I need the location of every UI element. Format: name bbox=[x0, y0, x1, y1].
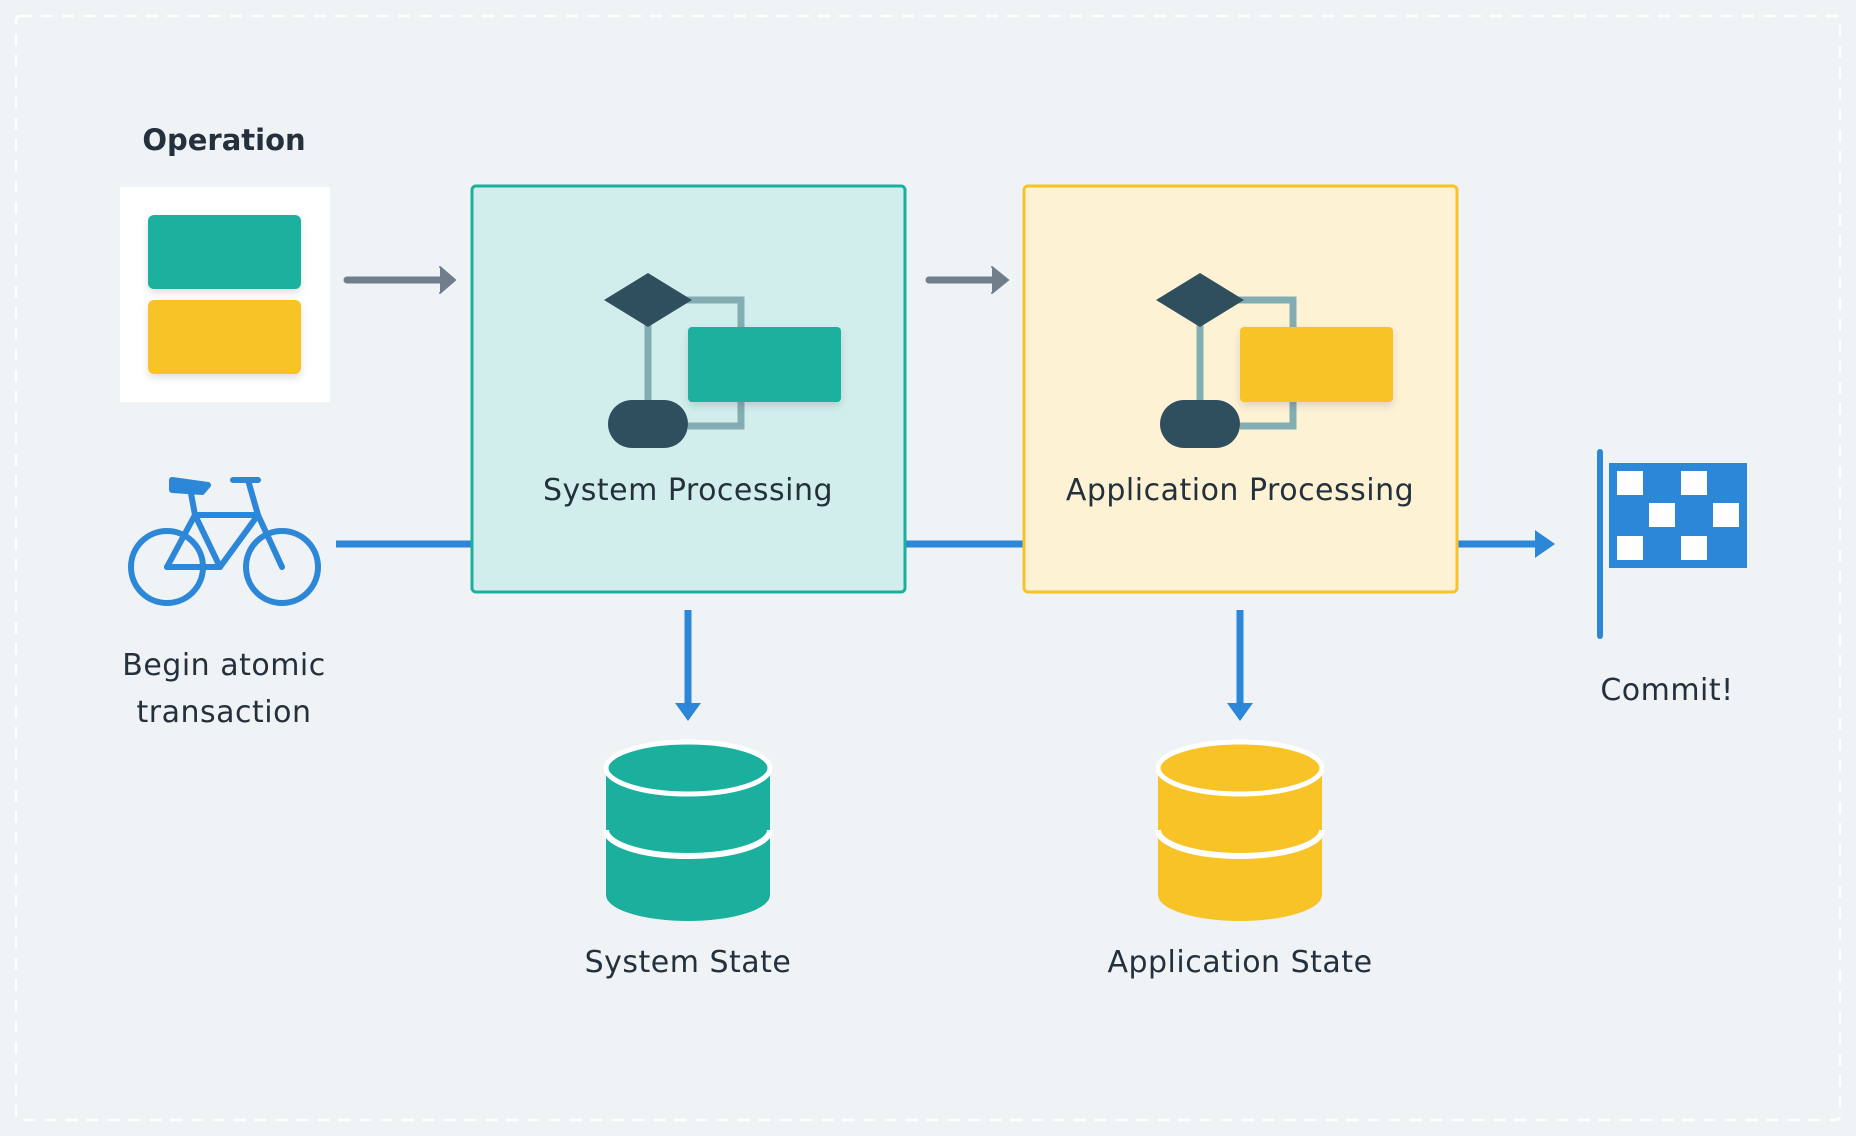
commit-label: Commit! bbox=[1600, 673, 1733, 708]
database-icon bbox=[1155, 739, 1325, 921]
arrow-to-application-state bbox=[1227, 610, 1253, 721]
dashed-border bbox=[14, 14, 1842, 1122]
arrow-system-to-application bbox=[925, 266, 1010, 294]
bicycle-icon bbox=[128, 477, 321, 606]
database-icon bbox=[603, 739, 773, 921]
system-processing-label: System Processing bbox=[543, 473, 833, 508]
flowchart-icon bbox=[604, 273, 841, 448]
arrow-to-system-state bbox=[675, 610, 701, 721]
begin-label-line2: transaction bbox=[137, 695, 312, 730]
arrow-to-commit-head bbox=[1535, 530, 1555, 558]
system-processing-box: System Processing bbox=[470, 184, 907, 594]
application-processing-label: Application Processing bbox=[1066, 473, 1414, 508]
operation-application-block bbox=[148, 300, 301, 374]
operation-title: Operation bbox=[142, 123, 305, 157]
flowchart-icon bbox=[1156, 273, 1393, 448]
operation-group: Operation bbox=[120, 123, 330, 402]
operation-system-block bbox=[148, 215, 301, 289]
application-state-label: Application State bbox=[1107, 945, 1372, 980]
begin-label-line1: Begin atomic bbox=[122, 648, 326, 683]
checkered-flag-icon bbox=[1597, 449, 1747, 639]
arrow-operation-to-system bbox=[343, 266, 457, 294]
system-state-label: System State bbox=[585, 945, 792, 980]
application-processing-box: Application Processing bbox=[1022, 184, 1459, 594]
